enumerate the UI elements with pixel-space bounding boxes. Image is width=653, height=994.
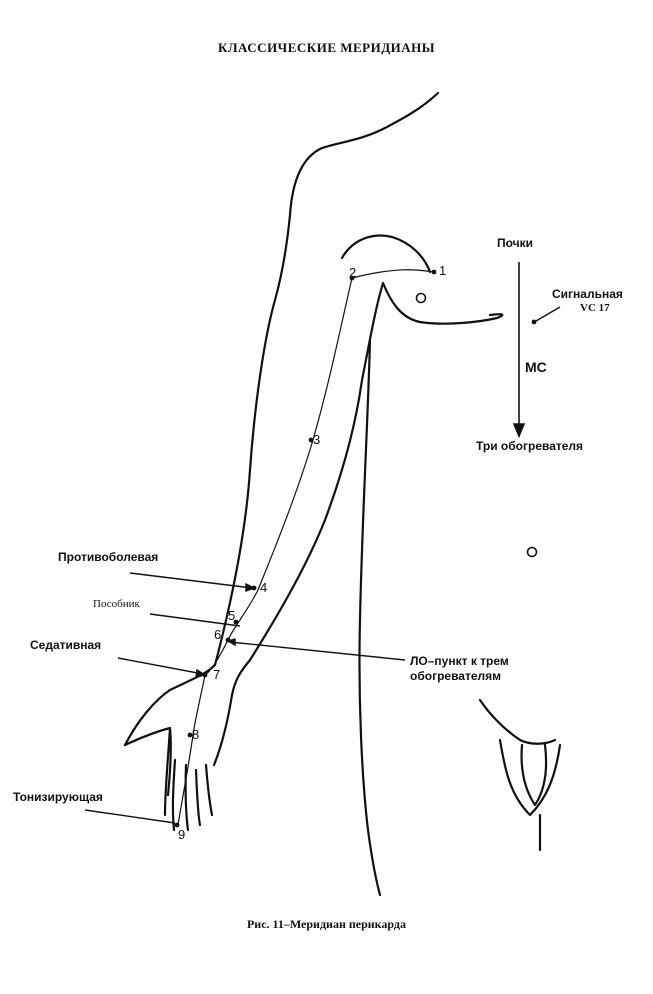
meridian-point-9 [174, 822, 180, 828]
inner-arm-contour [230, 281, 385, 697]
navel-marker [526, 546, 538, 558]
armpit-chest-contour [340, 234, 432, 274]
flow-target-label: Три обогревателя [476, 439, 584, 453]
meridian-path [177, 269, 435, 826]
hand-contour [123, 726, 172, 817]
flow-meridian-label: МС [525, 359, 547, 375]
sedative-leader-head [195, 668, 207, 678]
leg-contour-2 [498, 738, 562, 817]
sedative-label: Седативная [30, 638, 102, 652]
signal-code: VC 17 [580, 302, 610, 314]
sedative-leader [117, 657, 204, 675]
antipain-leader-head [245, 582, 256, 593]
point-number-4: 4 [260, 580, 268, 595]
lo-label-line2: обогревателям [410, 669, 502, 683]
fingers-contour [171, 693, 234, 832]
leg-contour-1 [478, 698, 557, 745]
figure-caption: Рис. 11–Меридиан перикарда [246, 917, 407, 931]
lo-leader-head [226, 638, 236, 647]
chest-contour [381, 281, 504, 325]
flow-arrow-head [512, 423, 526, 439]
point-number-8: 8 [192, 727, 200, 742]
helper-label: Пособник [93, 598, 140, 610]
lo-leader [229, 641, 406, 661]
point-number-7: 7 [213, 667, 221, 682]
point-number-5: 5 [228, 608, 236, 623]
meridian-point-2 [349, 275, 355, 281]
antipain-label: Противоболевая [58, 550, 159, 564]
genital-contour [520, 743, 548, 807]
helper-leader [149, 613, 241, 627]
tonifying-label: Тонизирующая [13, 790, 103, 804]
page-header: КЛАССИЧЕСКИЕ МЕРИДИАНЫ [217, 40, 436, 55]
antipain-leader [129, 572, 253, 589]
point-number-2: 2 [349, 265, 357, 280]
meridian-point-8 [187, 732, 193, 738]
point-number-3: 3 [313, 432, 321, 447]
tonifying-leader [84, 809, 176, 824]
signal-leader [535, 306, 561, 322]
meridian-point-5 [233, 619, 239, 625]
signal-point-marker [531, 319, 537, 325]
meridian-point-1 [431, 269, 437, 275]
lo-label-line1: ЛО–пункт к трем [410, 654, 509, 668]
signal-label: Сигнальная [552, 287, 623, 301]
point-number-6: 6 [214, 627, 222, 642]
torso-side-contour [358, 338, 382, 897]
point-number-9: 9 [178, 827, 186, 842]
meridian-point-3 [308, 437, 314, 443]
flow-source-label: Почки [497, 236, 534, 250]
nipple-marker [415, 292, 427, 304]
point-number-1: 1 [439, 263, 447, 278]
